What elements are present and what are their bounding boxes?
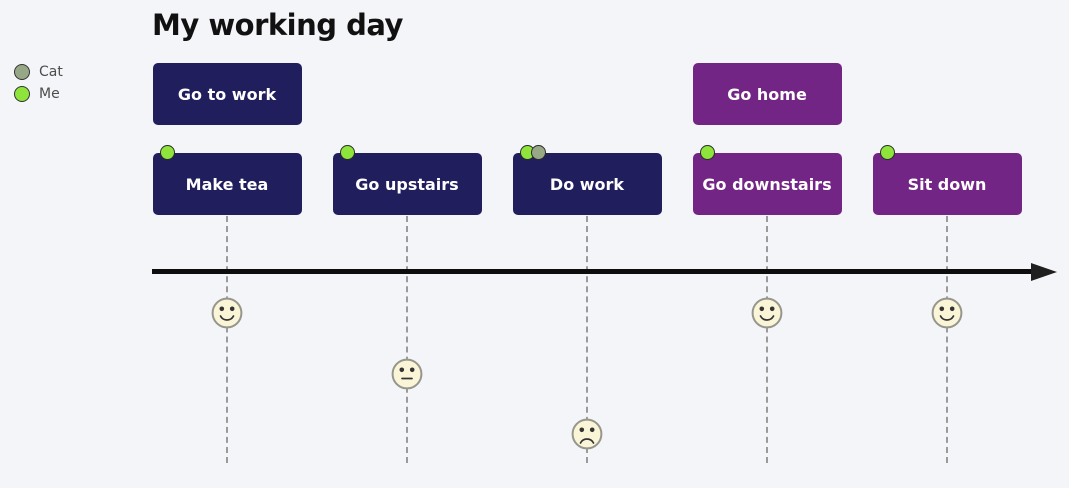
diagram-title: My working day [152, 8, 403, 42]
legend-item-cat: Cat [14, 64, 63, 80]
task-box-go-downstairs: Go downstairs [692, 153, 842, 215]
section-box-go-home: Go home [692, 63, 842, 125]
task-box-sit-down: Sit down [872, 153, 1022, 215]
grid-line [226, 216, 228, 463]
timeline-axis-arrowhead-icon [1031, 262, 1057, 281]
legend-label: Me [39, 86, 60, 102]
grid-line [406, 216, 408, 463]
grid-line [766, 216, 768, 463]
legend-item-me: Me [14, 86, 63, 102]
task-box-go-upstairs: Go upstairs [332, 153, 482, 215]
legend-label: Cat [39, 64, 63, 80]
mood-face-happy-icon [211, 297, 243, 329]
mood-face-neutral-icon [391, 358, 423, 390]
timeline-axis [152, 269, 1034, 274]
grid-line [946, 216, 948, 463]
task-box-make-tea: Make tea [152, 153, 302, 215]
actor-badge-cat [530, 145, 546, 160]
actor-dot-icon [14, 86, 30, 102]
task-box-do-work: Do work [512, 153, 662, 215]
section-box-go-to-work: Go to work [152, 63, 302, 125]
actor-badge-me [879, 145, 895, 160]
actor-badge-me [699, 145, 715, 160]
actor-badge-me [339, 145, 355, 160]
actor-dot-icon [14, 64, 30, 80]
mood-face-happy-icon [751, 297, 783, 329]
mood-face-sad-icon [571, 418, 603, 450]
mood-face-happy-icon [931, 297, 963, 329]
actor-badge-me [159, 145, 175, 160]
grid-line [586, 216, 588, 463]
